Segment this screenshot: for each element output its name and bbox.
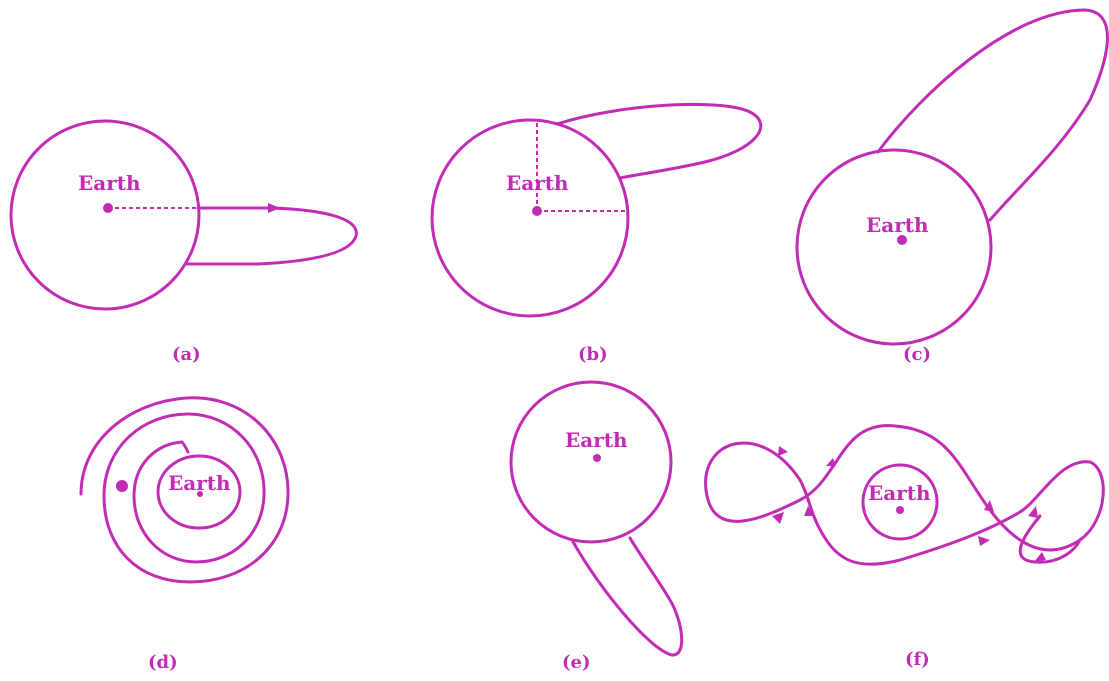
caption-d: (d) [148, 652, 178, 673]
panel-f: Earth (f) [706, 426, 1104, 670]
earth-label: Earth [78, 171, 141, 195]
orbit-path [557, 104, 761, 178]
earth-center-dot [593, 454, 601, 462]
earth-label: Earth [565, 428, 628, 452]
earth-circle [511, 382, 671, 542]
caption-b: (b) [578, 344, 608, 365]
orbit-path [572, 538, 682, 655]
direction-arrow-icon [1034, 552, 1046, 562]
direction-arrow-icon [1028, 506, 1038, 518]
panel-e: Earth (e) [511, 382, 682, 673]
panel-c: Earth (c) [797, 10, 1107, 365]
earth-center-dot [896, 506, 904, 514]
earth-label: Earth [868, 481, 931, 505]
earth-label: Earth [168, 471, 231, 495]
orbit-path [878, 10, 1107, 220]
caption-e: (e) [562, 652, 591, 673]
direction-arrow-icon [978, 536, 990, 546]
caption-c: (c) [903, 344, 931, 365]
earth-circle [797, 150, 991, 344]
earth-circle [11, 121, 199, 309]
direction-arrow-icon [772, 512, 784, 524]
direction-arrow-icon [778, 446, 788, 456]
satellite-dot [116, 480, 128, 492]
orbit-loop-path [1020, 516, 1080, 562]
caption-a: (a) [172, 344, 201, 365]
earth-circle [432, 120, 628, 316]
panel-b: Earth (b) [432, 104, 761, 365]
orbit-path [186, 208, 356, 264]
earth-label: Earth [506, 171, 569, 195]
caption-f: (f) [905, 649, 930, 670]
direction-arrow-icon [826, 458, 836, 466]
earth-label: Earth [866, 213, 929, 237]
direction-arrow-icon [268, 203, 280, 213]
panel-a: Earth (a) [11, 121, 356, 365]
panel-d: Earth (d) [81, 398, 288, 673]
